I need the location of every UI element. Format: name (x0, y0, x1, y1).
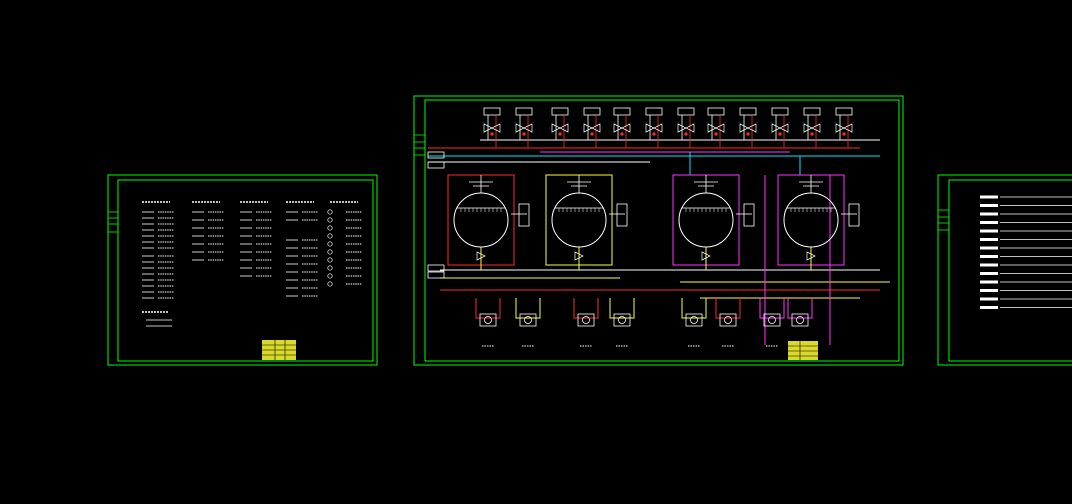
valve-icon (707, 107, 725, 148)
valve-icon (677, 107, 695, 148)
right-row-tag (980, 255, 998, 258)
vessel-icon (447, 174, 530, 270)
legend-symbol (327, 233, 333, 239)
pump-icon (475, 298, 501, 347)
schematic-sheet (413, 95, 904, 366)
tank-shell (678, 192, 734, 248)
legend-symbol (327, 217, 333, 223)
valve-icon (613, 107, 631, 148)
right-row-tag (980, 212, 998, 216)
valve-icon (483, 107, 501, 148)
tank-shell (551, 192, 607, 248)
valve-icon (645, 107, 663, 148)
right-row-tag (980, 246, 998, 250)
schematic-binding-strip (413, 134, 426, 156)
tank-side-gauge (743, 203, 755, 227)
tank-side-gauge (848, 203, 860, 227)
legend-symbol (327, 225, 333, 231)
tank-group (447, 174, 860, 270)
tank-shell (453, 192, 509, 248)
legend-sheet-inner-frame (117, 179, 374, 362)
vessel-icon (672, 174, 755, 270)
pump-icon (609, 298, 635, 347)
valve-icon (771, 107, 789, 148)
valve-icon (551, 107, 569, 148)
right-row-tag (980, 195, 998, 199)
right-row-tag (980, 272, 998, 275)
right-row-tag (980, 238, 998, 241)
legend-sheet-binding-strip (107, 211, 119, 233)
schematic-header-pipes (428, 139, 890, 345)
valve-icon (835, 107, 853, 148)
right-row-tag (980, 229, 998, 233)
right-row-tag (980, 297, 998, 301)
schematic-sheet-inner-frame (424, 99, 900, 362)
valve-icon (803, 107, 821, 148)
right-sheet-outer-frame (937, 174, 1072, 366)
legend-sheet-outer-frame (107, 174, 378, 366)
right-sheet (937, 174, 1072, 366)
pump-group (475, 298, 813, 347)
right-row-tag (980, 306, 998, 309)
valve-icon (515, 107, 533, 148)
schematic-inlet-tags (427, 151, 445, 279)
tank-side-gauge (616, 203, 628, 227)
pump-icon (759, 298, 785, 347)
title-block-icon (788, 341, 818, 360)
tank-side-gauge (518, 203, 530, 227)
legend-symbol (327, 265, 333, 271)
pump-icon (715, 298, 741, 347)
pump-icon (515, 298, 541, 347)
legend-symbol (327, 281, 333, 287)
pump-icon (787, 298, 813, 347)
legend-symbol (327, 241, 333, 247)
legend-symbol (327, 273, 333, 279)
title-block-icon (262, 340, 296, 360)
legend-symbol (327, 257, 333, 263)
vessel-icon (545, 174, 628, 270)
top-valve-units (483, 107, 853, 148)
right-row-tag (980, 204, 998, 207)
right-row-tag (980, 280, 998, 284)
legend-columns (142, 201, 362, 327)
legend-sheet (107, 174, 378, 366)
legend-symbol (327, 249, 333, 255)
right-sheet-binding-strip (937, 209, 950, 231)
right-row-tag (980, 263, 998, 267)
right-sheet-rows (980, 195, 1072, 309)
right-row-tag (980, 289, 998, 292)
pump-icon (681, 298, 707, 347)
legend-symbol (327, 209, 333, 215)
valve-icon (739, 107, 757, 148)
valve-icon (583, 107, 601, 148)
schematic-sheet-outer-frame (413, 95, 904, 366)
vessel-icon (777, 174, 860, 270)
right-row-tag (980, 221, 998, 224)
right-sheet-inner-frame (948, 179, 1072, 362)
pump-icon (573, 298, 599, 347)
